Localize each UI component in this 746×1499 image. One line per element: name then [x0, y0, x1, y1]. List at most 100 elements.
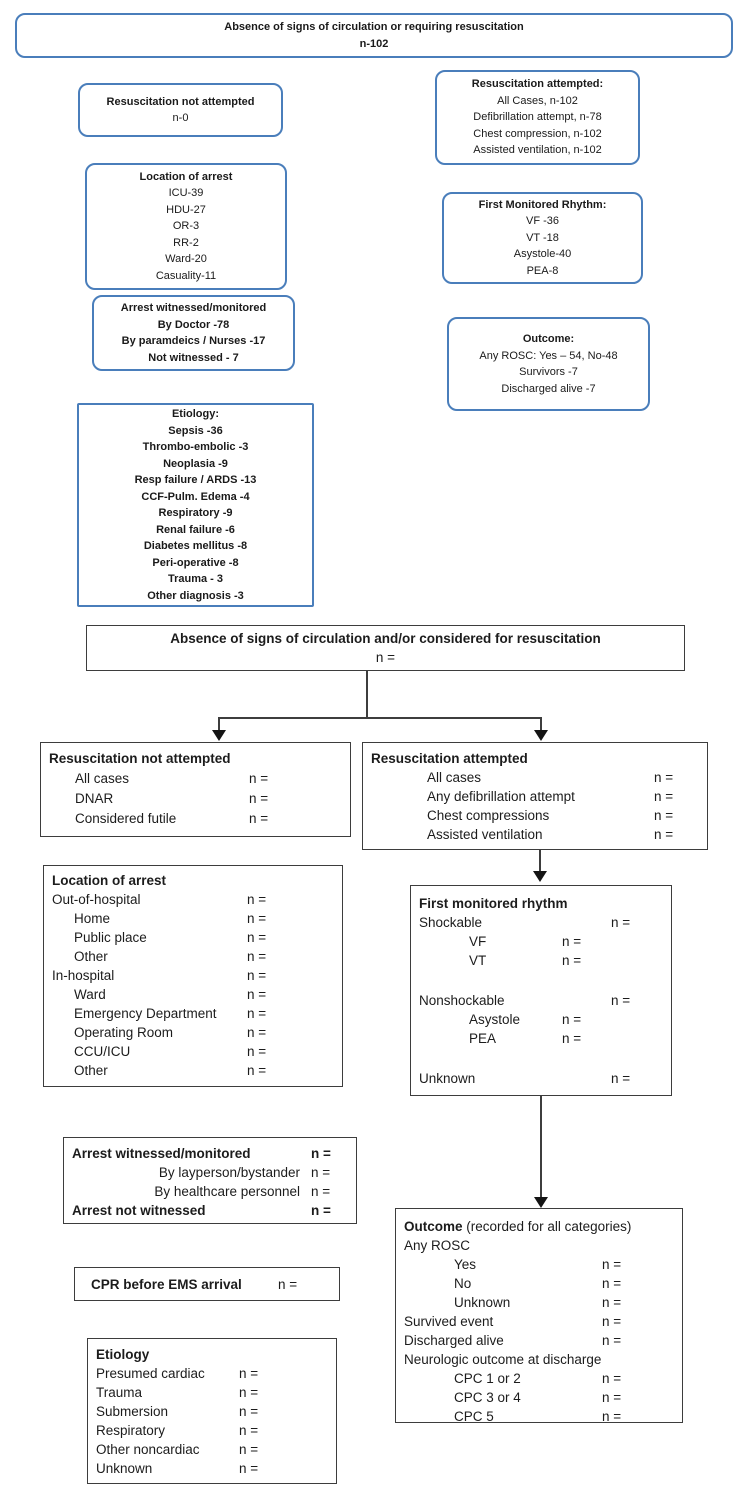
spacer: [419, 970, 663, 991]
n-value: n =: [239, 1461, 259, 1476]
arrow-down-icon: [533, 871, 547, 882]
top-main-title: Absence of signs of circulation or requi…: [224, 21, 524, 33]
row-label: Chest compressions: [427, 808, 550, 823]
box-line: Sepsis -36: [168, 424, 223, 437]
row-label: All cases: [427, 770, 482, 785]
row-label: Trauma: [96, 1385, 143, 1400]
n-value: n =: [247, 911, 267, 926]
n-value: n =: [602, 1333, 622, 1348]
n-value: n =: [239, 1423, 259, 1438]
row-label: CPC 1 or 2: [454, 1371, 521, 1386]
n-value: n =: [602, 1257, 622, 1272]
box-line: Assisted ventilation, n-102: [473, 144, 602, 157]
row-label: Unknown: [454, 1295, 511, 1310]
box-title: Etiology:: [171, 408, 220, 420]
n-value: n =: [602, 1390, 622, 1405]
n-value: n =: [562, 1012, 582, 1027]
box-title: Resuscitation attempted:: [471, 78, 604, 91]
row-label: Unknown: [419, 1071, 476, 1086]
template-main-n: n =: [375, 650, 396, 665]
connector-line: [218, 717, 220, 732]
row-label: Emergency Department: [74, 1006, 217, 1021]
box-line: Neoplasia -9: [163, 457, 228, 470]
n-value: n =: [247, 1025, 267, 1040]
box-line: Casuality-11: [155, 269, 217, 282]
row-label: Arrest witnessed/monitored: [72, 1146, 251, 1161]
n-value: n =: [562, 953, 582, 968]
box-title: Arrest witnessed/monitored: [120, 302, 267, 314]
connector-line: [539, 850, 541, 873]
row-label: VT: [469, 953, 487, 968]
box-line: Resp failure / ARDS -13: [134, 474, 257, 486]
row-label: Neurologic outcome at discharge: [404, 1352, 602, 1367]
row-label: Submersion: [96, 1404, 169, 1419]
n-value: n =: [247, 949, 267, 964]
box-line: Asystole-40: [513, 248, 572, 261]
n-value: n =: [311, 1165, 331, 1180]
row-label: Arrest not witnessed: [72, 1203, 206, 1218]
row-label: Discharged alive: [404, 1333, 504, 1348]
n-value: n =: [247, 930, 267, 945]
top-resus-attempted-box: Resuscitation attempted: All Cases, n-10…: [435, 70, 640, 165]
row-label: Home: [74, 911, 111, 926]
row-label: All cases: [75, 771, 130, 786]
row-label: CPC 3 or 4: [454, 1390, 521, 1405]
row-label: Out-of-hospital: [52, 892, 141, 907]
box-title: First Monitored Rhythm:: [478, 198, 607, 211]
top-witnessed-box: Arrest witnessed/monitored By Doctor -78…: [92, 295, 295, 371]
n-value: n =: [247, 968, 267, 983]
box-line: PEA-8: [526, 264, 559, 277]
row-label: DNAR: [75, 791, 114, 806]
row-label: Survived event: [404, 1314, 494, 1329]
box-line: Thrombo-embolic -3: [142, 441, 249, 453]
row-label: Other: [74, 1063, 108, 1078]
top-outcome-box: Outcome: Any ROSC: Yes – 54, No-48 Survi…: [447, 317, 650, 411]
n-value: n =: [247, 1006, 267, 1021]
row-label: CPC 5: [454, 1409, 494, 1424]
n-value: n =: [239, 1385, 259, 1400]
row-label: Asystole: [469, 1012, 521, 1027]
n-value: n =: [602, 1409, 622, 1424]
template-main-title: Absence of signs of circulation and/or c…: [170, 631, 601, 646]
box-line: Ward-20: [165, 253, 207, 266]
top-main-n: n-102: [359, 37, 389, 50]
arrow-down-icon: [534, 730, 548, 741]
n-value: n =: [654, 770, 674, 785]
box-line: Defibrillation attempt, n-78: [473, 111, 602, 124]
box-title: First monitored rhythm: [419, 896, 568, 911]
box-line: Diabetes mellitus -8: [143, 540, 248, 552]
box-line: OR-3: [172, 220, 200, 233]
row-label: Unknown: [96, 1461, 153, 1476]
n-value: n =: [247, 987, 267, 1002]
connector-line: [540, 717, 542, 732]
box-line: By paramdeics / Nurses -17: [121, 335, 266, 347]
box-line: RR-2: [173, 236, 199, 249]
box-line: Not witnessed - 7: [148, 351, 239, 364]
arrow-down-icon: [212, 730, 226, 741]
row-label: Other: [74, 949, 108, 964]
row-label: Any defibrillation attempt: [427, 789, 575, 804]
n-value: n =: [654, 808, 674, 823]
box-line: n-0: [172, 112, 189, 124]
row-label: Public place: [74, 930, 147, 945]
n-value: n =: [562, 1031, 582, 1046]
box-line: VF -36: [525, 215, 559, 228]
box-line: Discharged alive -7: [501, 382, 596, 395]
box-title: Outcome:: [522, 333, 575, 345]
box-line: Renal failure -6: [156, 523, 235, 536]
connector-line: [540, 1096, 542, 1199]
n-value: n =: [611, 915, 631, 930]
box-line: ICU-39: [168, 187, 204, 200]
top-etiology-box: Etiology: Sepsis -36 Thrombo-embolic -3 …: [77, 403, 314, 607]
top-location-box: Location of arrest ICU-39 HDU-27 OR-3 RR…: [85, 163, 287, 290]
n-value: n =: [611, 993, 631, 1008]
row-label: Presumed cardiac: [96, 1366, 205, 1381]
row-label: Operating Room: [74, 1025, 174, 1040]
n-value: n =: [239, 1442, 259, 1457]
n-value: n =: [247, 892, 267, 907]
n-value: n =: [247, 1044, 267, 1059]
